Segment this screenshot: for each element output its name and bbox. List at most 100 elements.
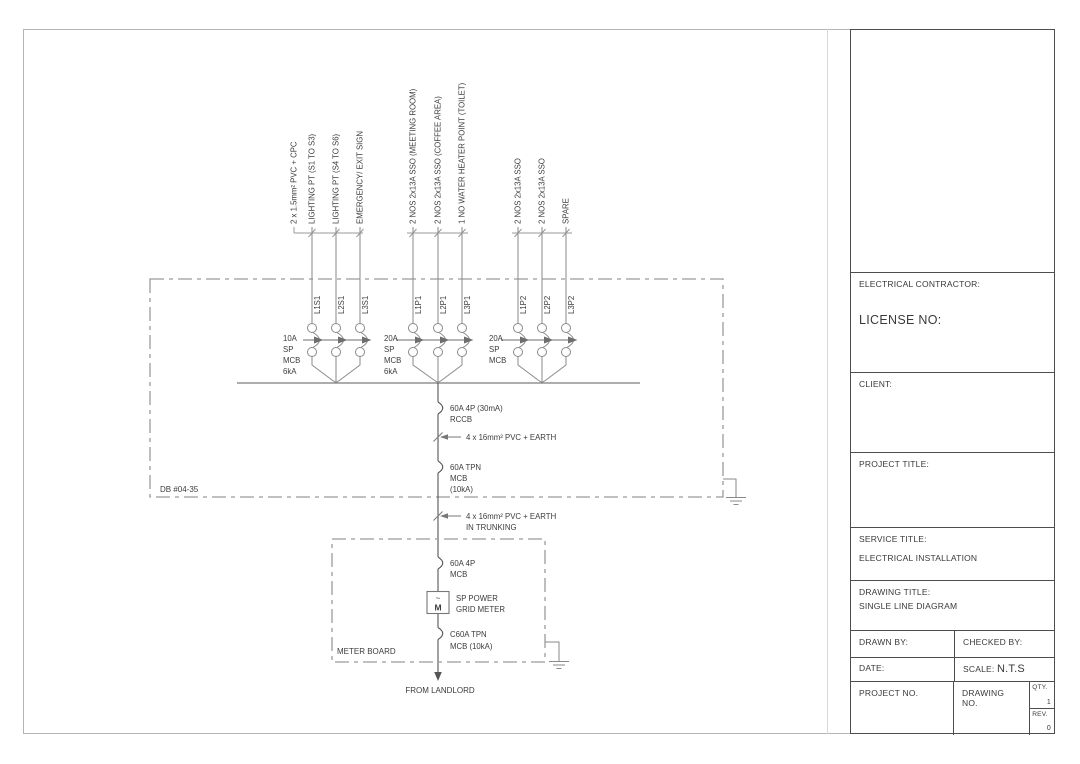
circuit-tag: L1P1 [414,296,423,314]
project-drawing-row: PROJECT NO. DRAWING NO. QTY. 1 REV. 0 [851,682,1054,735]
mcb-label-line: (10kA) [450,485,473,494]
circuit-tag: L3P2 [567,296,576,314]
meter-label-line: GRID METER [456,605,505,614]
license-no-label: LICENSE NO: [859,313,942,327]
riser-cable-marker: 4 x 16mm² PVC + EARTH IN TRUNKING [433,511,556,532]
circuit-desc-label: LIGHTING PT (S1 TO S3) [308,133,317,224]
titleblock-blank-panel [851,30,1054,273]
from-landlord-arrow: FROM LANDLORD [405,672,475,695]
qty-rev-column: QTY. 1 REV. 0 [1029,682,1054,735]
rccb-label-line: RCCB [450,415,472,424]
breaker-funnels [311,356,567,383]
circuit-tag: L1S1 [313,296,322,314]
rating-line: MCB [283,356,300,365]
rating-line: SP [384,345,394,354]
qty-label: QTY. [1032,684,1048,691]
landlord-mcb-symbol: C60A TPN MCB (10kA) [437,627,493,651]
drawing-title-value: SINGLE LINE DIAGRAM [859,601,958,611]
db-cable-marker: 4 x 16mm² PVC + EARTH [433,432,556,442]
client-section: CLIENT: [851,373,1054,453]
cable-spec: 4 x 16mm² PVC + EARTH [466,512,556,521]
rating-line: 6kA [283,367,297,376]
mcb-label-line: C60A TPN [450,630,487,639]
rating-line: MCB [384,356,401,365]
circuit-tag: L1P2 [519,296,528,314]
project-no-label: PROJECT NO. [859,688,919,698]
circuit-tag: L3P1 [463,296,472,314]
circuit-drop-lines [311,227,567,324]
cable-spec: 4 x 16mm² PVC + EARTH [466,433,556,442]
db-earth-symbol [723,478,746,505]
service-title-value: ELECTRICAL INSTALLATION [859,553,978,563]
power-meter-symbol: ~ M SP POWER GRID METER [426,590,505,615]
mcb-label-line: MCB [450,474,467,483]
meter-label-line: SP POWER [456,594,498,603]
rating-line: 6kA [384,367,398,376]
rccb-symbol: 60A 4P (30mA) RCCB [437,401,503,424]
drawing-title-label: DRAWING TITLE: [859,587,931,597]
drawn-checked-row: DRAWN BY: CHECKED BY: [851,631,1054,658]
scale-value: N.T.S [997,663,1025,675]
checked-by-label: CHECKED BY: [954,631,1054,657]
date-scale-row: DATE: SCALE: N.T.S [851,658,1054,682]
circuit-description-labels: 2 x 1.5mm² PVC + CPC LIGHTING PT (S1 TO … [290,82,571,224]
electrical-contractor-label: ELECTRICAL CONTRACTOR: [859,279,981,289]
incoming-mcb-symbol: 60A TPN MCB (10kA) [437,460,481,494]
db-box-label: DB #04-35 [160,485,199,494]
circuit-tag: L2S1 [337,296,346,314]
service-title-section: SERVICE TITLE: ELECTRICAL INSTALLATION [851,528,1054,581]
title-block: ELECTRICAL CONTRACTOR: LICENSE NO: CLIEN… [850,29,1055,735]
db-enclosure-box: DB #04-35 [149,278,724,498]
rev-value: 0 [1046,725,1051,732]
circuit-desc-label: EMERGENCY/ EXIT SIGN [356,131,365,224]
from-landlord-label: FROM LANDLORD [405,686,475,695]
rev-label: REV. [1032,711,1048,718]
meter-tilde: ~ [436,594,441,603]
project-title-section: PROJECT TITLE: [851,453,1054,528]
rating-line: SP [283,345,293,354]
circuit-desc-label: 2 NOS 2x13A SSO (COFFEE AREA) [434,96,443,224]
circuit-tag: L3S1 [361,296,370,314]
scale-label: SCALE: [963,664,995,674]
mcb-label-line: MCB [450,570,467,579]
circuit-tag: L2P2 [543,296,552,314]
rating-line: 10A [283,334,298,343]
meter-board-label: METER BOARD [337,647,396,656]
drawn-by-label: DRAWN BY: [859,637,909,647]
drawing-title-section: DRAWING TITLE: SINGLE LINE DIAGRAM [851,581,1054,631]
mcb-label-line: 60A TPN [450,463,481,472]
circuit-desc-label: SPARE [562,198,571,224]
qty-cell: QTY. 1 [1030,682,1054,709]
project-title-label: PROJECT TITLE: [859,459,930,469]
scale-cell: SCALE: N.T.S [954,658,1054,681]
rating-line: SP [489,345,499,354]
breaker-rating-labels: 10A SP MCB 6kA 20A SP MCB 6kA 20A SP MCB [283,334,506,376]
circuit-tag-labels: L1S1 L2S1 L3S1 L1P1 L2P1 L3P1 L1P2 L2P2 … [313,296,576,314]
rating-line: 20A [384,334,399,343]
rating-line: MCB [489,356,506,365]
qty-value: 1 [1046,699,1051,706]
mcb-label-line: 60A 4P [450,559,475,568]
meter-board-box: METER BOARD [331,538,546,663]
circuit-desc-label: 2 NOS 2x13A SSO [514,158,523,224]
circuit-desc-label: 2 NOS 2x13A SSO [538,158,547,224]
meter-board-earth-symbol [545,641,569,669]
rccb-label-line: 60A 4P (30mA) [450,404,503,413]
breaker-trip-arrows [303,336,578,344]
titleblock-divider-line [827,29,828,734]
mcb-label-line: MCB (10kA) [450,642,493,651]
rev-cell: REV. 0 [1030,709,1054,734]
cable-spec-label: 2 x 1.5mm² PVC + CPC [290,141,299,224]
circuit-desc-label: 2 NOS 2x13A SSO (MEETING ROOM) [409,88,418,224]
circuit-desc-label: LIGHTING PT (S4 TO S6) [332,133,341,224]
circuit-tag: L2P1 [439,296,448,314]
meter-mcb-symbol: 60A 4P MCB [437,556,475,579]
cable-spec: IN TRUNKING [466,523,517,532]
meter-letter: M [434,603,441,613]
circuit-desc-label: 1 NO WATER HEATER POINT (TOILET) [458,82,467,224]
rating-line: 20A [489,334,504,343]
drawing-no-label: DRAWING NO. [952,682,1029,735]
service-title-label: SERVICE TITLE: [859,534,927,544]
date-label: DATE: [859,663,885,673]
client-label: CLIENT: [859,379,893,389]
